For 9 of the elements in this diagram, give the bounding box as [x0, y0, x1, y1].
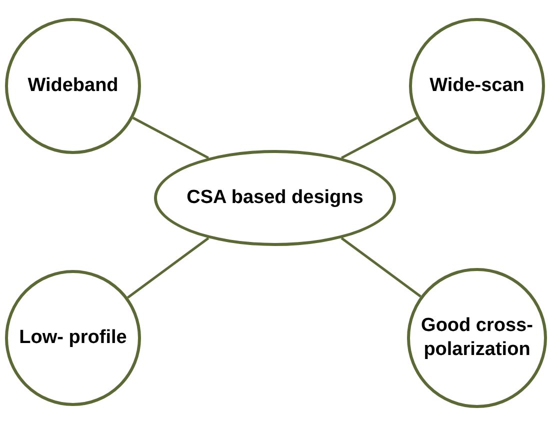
node-label: Low- profile: [19, 326, 127, 350]
node-label: Good cross-polarization: [420, 314, 534, 362]
node-label: CSA based designs: [186, 186, 364, 210]
connector-line: [132, 116, 210, 160]
connector-line: [340, 237, 422, 298]
connector-line: [126, 237, 210, 299]
node-label: Wideband: [28, 74, 118, 98]
node-label: Wide-scan: [430, 74, 524, 98]
connector-line: [340, 116, 418, 160]
